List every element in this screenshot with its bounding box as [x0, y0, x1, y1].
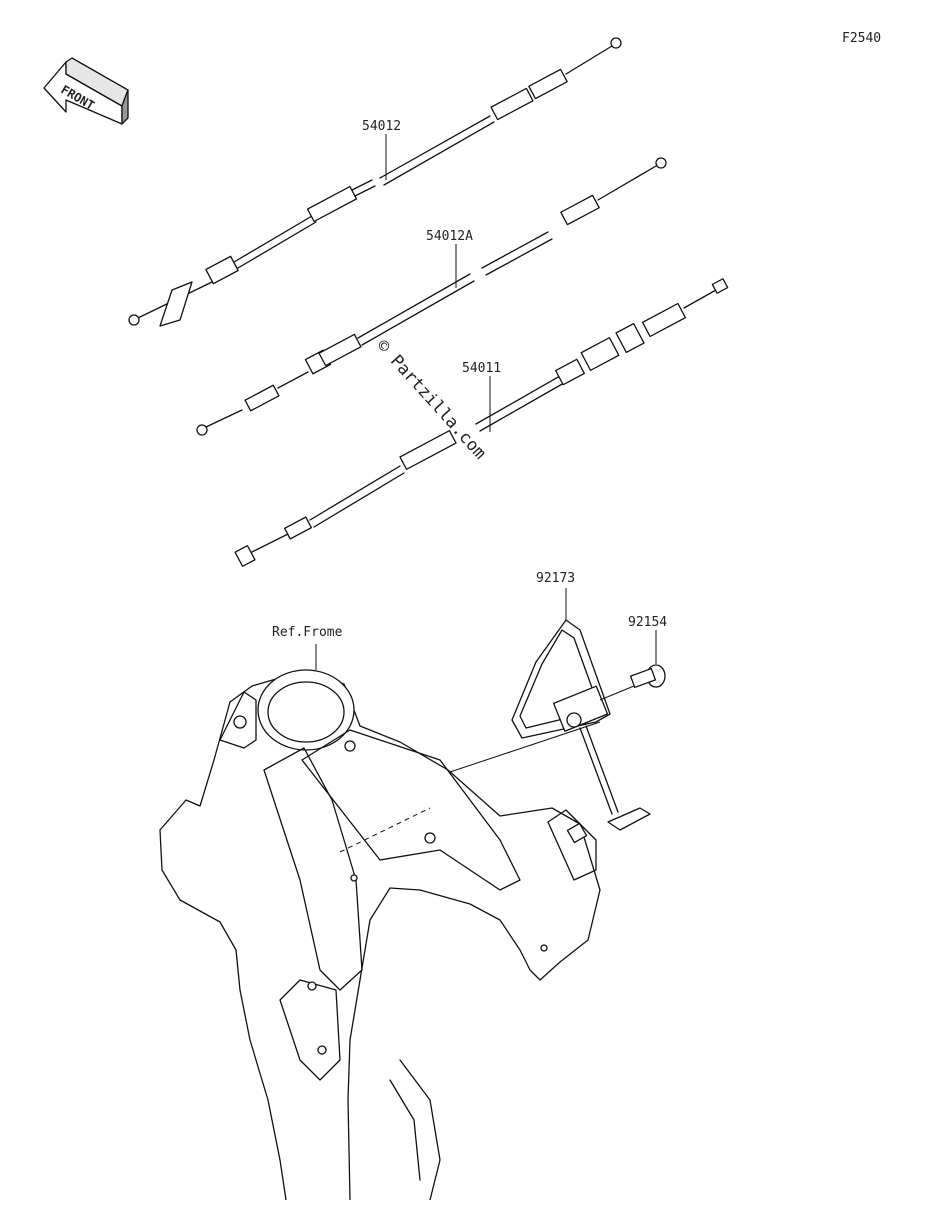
cable-54012 — [128, 37, 622, 327]
bolt-92154 — [599, 630, 666, 701]
frame-reference — [159, 644, 601, 1201]
part-label-92154: 92154 — [628, 615, 667, 630]
front-arrow-icon: FRONT — [43, 57, 129, 125]
cable-54011 — [234, 278, 729, 567]
frame-reference-label: Ref.Frome — [272, 625, 343, 640]
part-label-54012a: 54012A — [426, 229, 473, 244]
mounting-line — [449, 721, 601, 773]
part-label-54011: 54011 — [462, 361, 501, 376]
part-label-92173: 92173 — [536, 571, 575, 586]
part-label-54012: 54012 — [362, 119, 401, 134]
cable-54012a — [196, 157, 667, 436]
bracket-92173 — [511, 588, 651, 831]
figure-id: F2540 — [842, 31, 881, 46]
